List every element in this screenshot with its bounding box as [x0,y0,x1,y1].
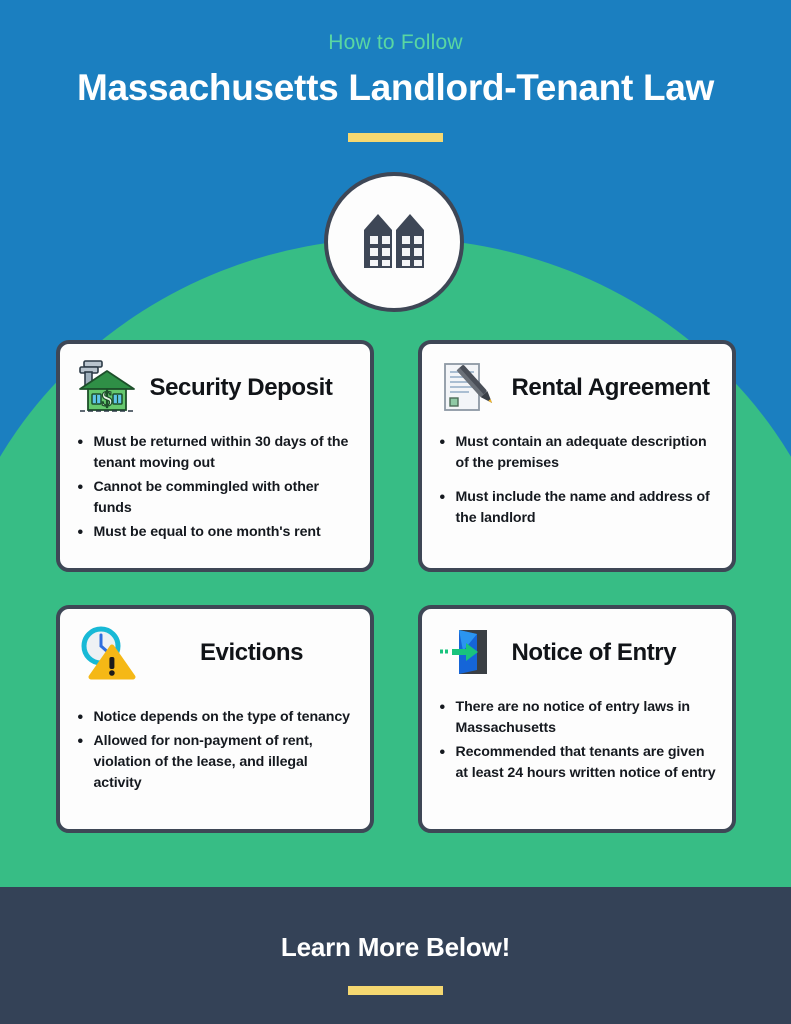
card-rental-agreement[interactable]: Rental Agreement Must contain an adequat… [417,340,736,572]
svg-text:$: $ [101,386,112,411]
card-header: Evictions [74,621,354,685]
card-bullet-list: Notice depends on the type of tenancy Al… [74,706,354,794]
badge-circle [324,172,464,312]
card-title: Rental Agreement [511,374,710,402]
list-item: Must be equal to one month's rent [78,521,354,544]
house-with-dollar-icon: $ [74,357,140,419]
list-item: Allowed for non-payment of rent, violati… [78,730,354,794]
card-title: Notice of Entry [511,639,677,667]
card-title: Security Deposit [149,374,333,402]
footer-title: Learn More Below! [280,932,511,962]
clock-warning-icon [74,622,140,684]
header-kicker: How to Follow [328,31,463,54]
list-item: Recommended that tenants are given at le… [440,741,716,784]
card-security-deposit[interactable]: $ Security Deposit Must be returned with… [55,340,374,572]
header-divider [348,133,443,142]
card-bullet-list: There are no notice of entry laws in Mas… [436,696,716,784]
list-item: Must include the name and address of the… [440,486,716,529]
buildings-icon [348,194,440,291]
card-bullet-list: Must be returned within 30 days of the t… [74,431,354,544]
open-door-arrow-icon [436,622,502,684]
footer-divider [348,986,443,995]
header: How to Follow Massachusetts Landlord-Ten… [0,0,791,142]
card-header: $ Security Deposit [74,356,354,420]
card-evictions[interactable]: Evictions Notice depends on the type of … [55,605,374,833]
document-with-pen-icon [436,357,502,419]
card-header: Rental Agreement [436,356,716,420]
card-notice-of-entry[interactable]: Notice of Entry There are no notice of e… [417,605,736,833]
card-header: Notice of Entry [436,621,716,685]
list-item: Must be returned within 30 days of the t… [78,431,354,474]
card-bullet-list: Must contain an adequate description of … [436,431,716,529]
footer: Learn More Below! [0,887,791,1024]
page-title: Massachusetts Landlord-Tenant Law [76,67,715,108]
cards-row-2: Evictions Notice depends on the type of … [0,605,791,833]
list-item: Cannot be commingled with other funds [78,476,354,519]
card-title: Evictions [199,639,304,667]
list-item: There are no notice of entry laws in Mas… [440,696,716,739]
list-item: Notice depends on the type of tenancy [78,706,354,729]
cards-grid: $ Security Deposit Must be returned with… [0,340,791,833]
list-item: Must contain an adequate description of … [440,431,716,474]
cards-row-1: $ Security Deposit Must be returned with… [0,340,791,572]
